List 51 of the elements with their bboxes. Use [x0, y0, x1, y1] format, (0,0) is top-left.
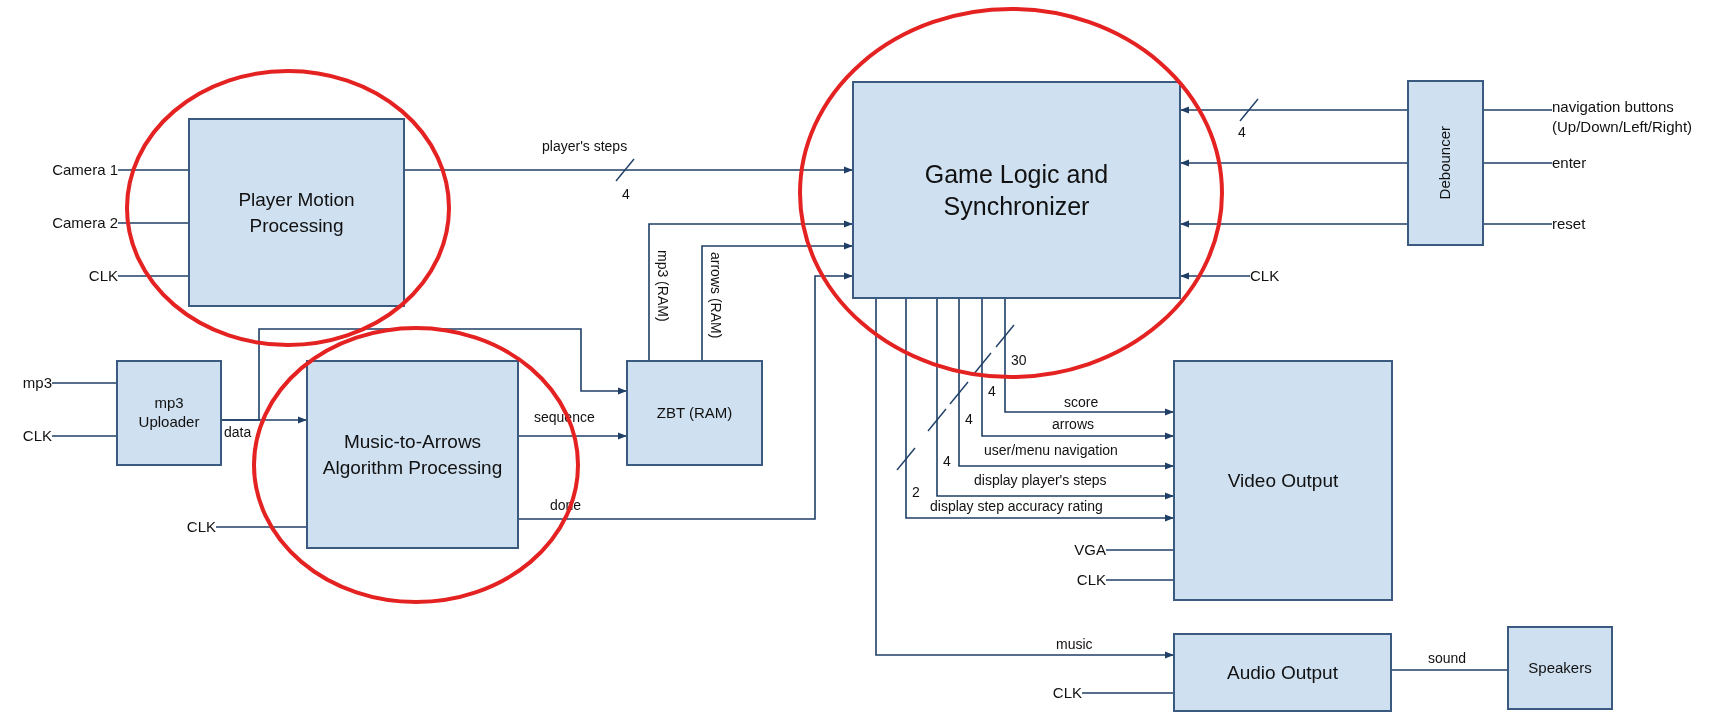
- bus-width-label: 4: [622, 186, 630, 203]
- connector-arrow: [648, 220, 853, 361]
- connector-arrow: [1004, 298, 1174, 416]
- bus-width-label: 4: [965, 411, 973, 428]
- signal-label: CLK: [160, 517, 216, 537]
- signal-label: Camera 1: [28, 160, 118, 180]
- block-box: Music-to-Arrows Algorithm Processing: [306, 360, 519, 549]
- block-box: Video Output: [1173, 360, 1393, 601]
- block-box: ZBT (RAM): [626, 360, 763, 466]
- block-box: Player Motion Processing: [188, 118, 405, 307]
- connector-arrow: [875, 298, 1174, 659]
- connector-arrow: [701, 242, 853, 361]
- connector-arrow: [404, 166, 853, 174]
- edge-label: mp3 (RAM): [654, 248, 671, 324]
- connector-arrow: [958, 298, 1174, 470]
- connector-arrow: [1180, 106, 1408, 114]
- connector-arrow: [221, 328, 627, 421]
- connector-arrow: [518, 272, 853, 520]
- bus-width-label: 2: [912, 484, 920, 501]
- signal-label: CLK: [1050, 570, 1106, 590]
- signal-label: CLK: [2, 426, 52, 446]
- connector-arrow: [936, 298, 1174, 500]
- signal-label: CLK: [28, 266, 118, 286]
- bus-width-label: 30: [1011, 352, 1027, 369]
- signal-label: reset: [1552, 214, 1632, 234]
- block-box: Speakers: [1507, 626, 1613, 710]
- edge-label: arrows (RAM): [707, 250, 724, 341]
- signal-label: Camera 2: [28, 213, 118, 233]
- block-box: mp3 Uploader: [116, 360, 222, 466]
- bus-width-label: 4: [1238, 124, 1246, 141]
- bus-width-label: 4: [988, 383, 996, 400]
- connector-arrow: [1180, 220, 1408, 228]
- signal-label: navigation buttons (Up/Down/Left/Right): [1552, 97, 1734, 137]
- connector-arrow: [905, 298, 1174, 522]
- edge-label: player's steps: [540, 138, 630, 155]
- edge-label: display step accuracy rating: [928, 498, 1105, 515]
- signal-label: enter: [1552, 153, 1632, 173]
- block-box: Audio Output: [1173, 633, 1392, 712]
- block-box: Debouncer: [1407, 80, 1484, 246]
- signal-label: mp3: [2, 373, 52, 393]
- signal-label: CLK: [1250, 266, 1310, 286]
- bus-width-label: 4: [943, 453, 951, 470]
- edge-label: user/menu navigation: [982, 442, 1120, 459]
- block-box: Game Logic and Synchronizer: [852, 81, 1181, 299]
- signal-label: VGA: [1050, 540, 1106, 560]
- signal-label: CLK: [1026, 683, 1082, 703]
- connector-arrow: [981, 298, 1174, 440]
- edge-label: display player's steps: [972, 472, 1109, 489]
- connector-arrow: [1180, 159, 1408, 167]
- connector-arrow: [518, 432, 627, 440]
- connector-arrow: [1180, 272, 1251, 280]
